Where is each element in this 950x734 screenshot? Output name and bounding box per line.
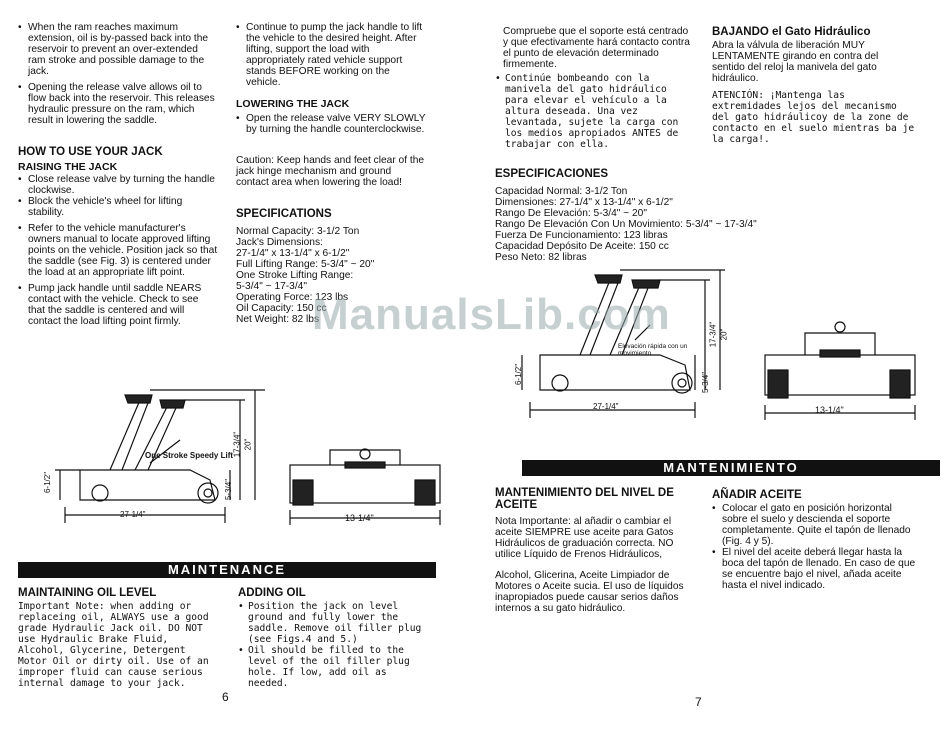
- dim-length: 27-1/4": [120, 510, 146, 519]
- caution-text: Caution: Keep hands and feet clear of th…: [236, 155, 425, 188]
- dim-length-es: 27-1/4": [593, 402, 619, 411]
- adding-bullet: Position the jack on level ground and fu…: [238, 601, 428, 645]
- dim-min: 5-3/4": [224, 478, 234, 501]
- anadir-heading: AÑADIR ACEITE: [712, 489, 802, 501]
- nivel-text-1: Nota Importante: al añadir o cambiar el …: [495, 516, 674, 560]
- right-top-section: Compruebe que el soporte está centrado y…: [495, 26, 695, 150]
- intro-bullet: Opening the release valve allows oil to …: [18, 82, 218, 126]
- spec-list: Normal Capacity: 3-1/2 Ton Jack's Dimens…: [236, 226, 426, 325]
- spec-line: Full Lifting Range: 5-3/4" ~ 20": [236, 259, 375, 270]
- raising-bullet: Refer to the vehicle manufacturer's owne…: [18, 223, 218, 278]
- spec-line: Net Weight: 82 lbs: [236, 314, 320, 325]
- how-to-heading: HOW TO USE YOUR JACK: [18, 146, 163, 158]
- atencion-text: ATENCIÓN: ¡Mantenga las extremidades lej…: [712, 90, 915, 145]
- right-top-bullet: Continúe bombeando con la manivela del g…: [495, 73, 695, 150]
- dim-full: 20": [243, 438, 253, 451]
- adding-oil-list: Position the jack on level ground and fu…: [238, 601, 428, 689]
- especificaciones-heading: ESPECIFICACIONES: [495, 168, 609, 180]
- diagram-label-es: Elevación rápida con un movimiento: [618, 343, 688, 357]
- anadir-bullet: Colocar el gato en posición horizontal s…: [712, 503, 917, 547]
- page-number-left: 6: [222, 690, 229, 704]
- jack-side-view-diagram: [55, 389, 265, 523]
- spec-line: Operating Force: 123 lbs: [236, 292, 349, 303]
- jack-front-view-diagram: [289, 448, 441, 525]
- dim-height: 6-1/2": [43, 471, 53, 494]
- dim-width-es: 13-1/4": [815, 405, 844, 415]
- page-number-right: 7: [695, 695, 702, 709]
- spec-line: One Stroke Lifting Range:: [236, 270, 354, 281]
- spec-line: Oil Capacity: 150 cc: [236, 303, 327, 314]
- col2-bullet: Continue to pump the jack handle to lift…: [236, 22, 426, 88]
- espec-line: Peso Neto: 82 libras: [495, 252, 587, 263]
- right-top-line: Compruebe que el soporte está centrado y…: [503, 26, 690, 70]
- spec-line: Jack's Dimensions:: [236, 237, 323, 248]
- espec-line: Capacidad Normal: 3-1/2 Ton: [495, 186, 628, 197]
- raising-list: Close release valve by turning the handl…: [18, 174, 218, 327]
- col2-top: Continue to pump the jack handle to lift…: [236, 22, 426, 88]
- nivel-heading: MANTENIMIENTO DEL NIVEL DE ACEITE: [495, 487, 674, 511]
- raising-bullet: Block the vehicle's wheel for lifting st…: [18, 196, 218, 218]
- lowering-bullet: Open the release valve VERY SLOWLY by tu…: [236, 113, 426, 135]
- jack-front-view-diagram-es: [764, 321, 916, 420]
- espec-line: Rango De Elevación Con Un Movimiento: 5-…: [495, 219, 757, 230]
- espec-line: Rango De Elevación: 5-3/4" ~ 20": [495, 208, 647, 219]
- watermark: ManualsLib.com: [312, 290, 671, 339]
- intro-section: When the ram reaches maximum extension, …: [18, 22, 218, 126]
- spec-line: Normal Capacity: 3-1/2 Ton: [236, 226, 360, 237]
- maintenance-band: MAINTENANCE: [18, 562, 436, 578]
- spec-line: 27-1/4" x 13-1/4" x 6-1/2": [236, 248, 350, 259]
- specifications-heading: SPECIFICATIONS: [236, 208, 332, 220]
- oil-level-heading: MAINTAINING OIL LEVEL: [18, 587, 157, 599]
- dim-lift-es: 17-3/4": [708, 321, 718, 348]
- dim-min-es: 5-3/4": [701, 371, 711, 394]
- dim-full-es: 20": [719, 328, 729, 341]
- anadir-bullet: El nivel del aceite deberá llegar hasta …: [712, 547, 917, 591]
- raising-bullet: Pump jack handle until saddle NEARS cont…: [18, 283, 218, 327]
- dim-width: 13-1/4": [345, 513, 374, 523]
- spec-line: 5-3/4" ~ 17-3/4": [236, 281, 307, 292]
- lowering-heading: LOWERING THE JACK: [236, 98, 350, 110]
- bajando-heading: BAJANDO el Gato Hidráulico: [712, 26, 871, 38]
- mantenimiento-band: MANTENIMIENTO: [522, 460, 940, 476]
- espec-line: Fuerza De Funcionamiento: 123 libras: [495, 230, 668, 241]
- lowering-list: Open the release valve VERY SLOWLY by tu…: [236, 113, 426, 135]
- espec-list: Capacidad Normal: 3-1/2 Ton Dimensiones:…: [495, 186, 795, 263]
- raising-bullet: Close release valve by turning the handl…: [18, 174, 218, 196]
- dim-height-es: 6-1/2": [514, 363, 524, 386]
- jack-side-view-diagram-es: [521, 269, 725, 418]
- espec-line: Capacidad Depósito De Aceite: 150 cc: [495, 241, 669, 252]
- adding-oil-heading: ADDING OIL: [238, 587, 306, 599]
- raising-heading: RAISING THE JACK: [18, 161, 118, 173]
- diagram-label: One Stroke Speedy Lift: [145, 451, 234, 460]
- oil-level-text: Important Note: when adding or replacein…: [18, 601, 209, 689]
- bajando-text: Abra la válvula de liberación MUY LENTAM…: [712, 40, 879, 84]
- adding-bullet: Oil should be filled to the level of the…: [238, 645, 428, 689]
- nivel-text-2: Alcohol, Glicerina, Aceite Limpiador de …: [495, 570, 684, 614]
- anadir-list: Colocar el gato en posición horizontal s…: [712, 503, 917, 591]
- intro-bullet: When the ram reaches maximum extension, …: [18, 22, 218, 77]
- espec-line: Dimensiones: 27-1/4" x 13-1/4" x 6-1/2": [495, 197, 673, 208]
- dim-lift: 17-3/4": [232, 431, 242, 458]
